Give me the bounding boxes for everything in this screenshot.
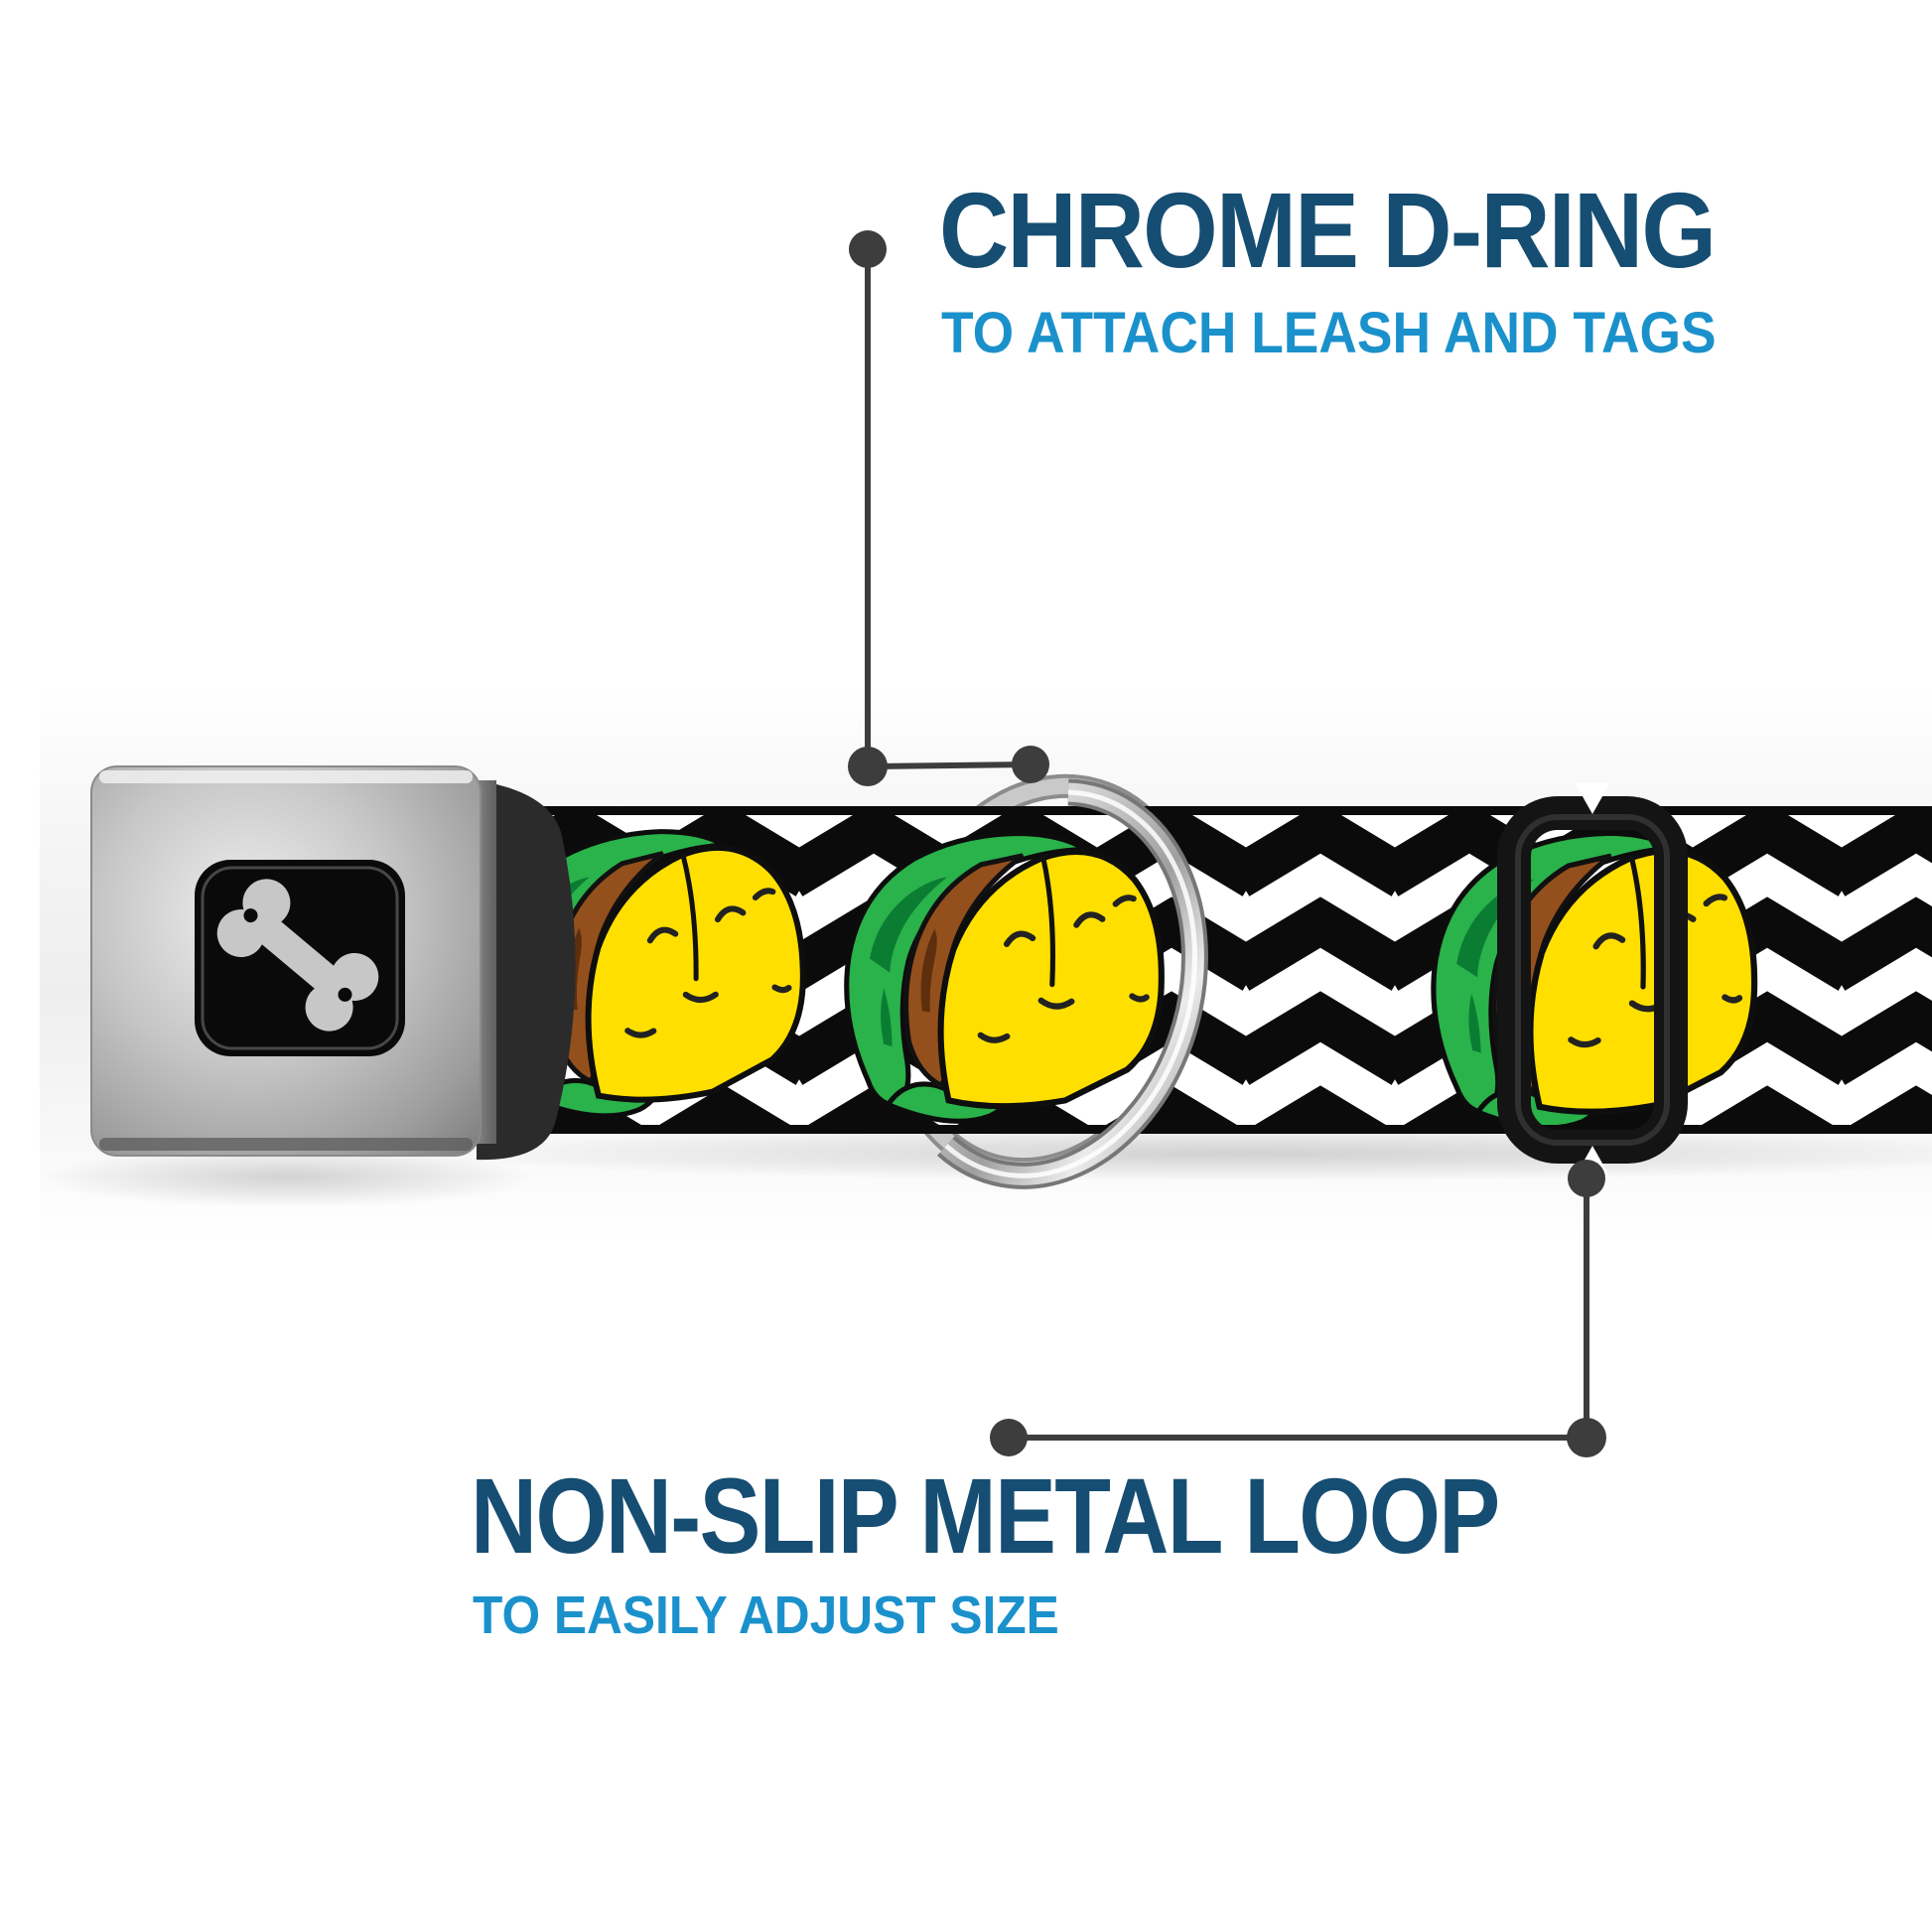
slider-top-notch xyxy=(1575,782,1610,814)
dring-callout-subtitle: TO ATTACH LEASH AND TAGS xyxy=(941,301,1717,365)
d-ring xyxy=(936,778,1208,1189)
callout-loop-connector xyxy=(990,1160,1606,1457)
loop-callout-subtitle: TO EASILY ADJUST SIZE xyxy=(473,1586,1059,1645)
loop-callout-title: NON-SLIP METAL LOOP xyxy=(471,1455,1500,1576)
seatbelt-buckle xyxy=(90,765,496,1157)
buckle-bottom-lip xyxy=(99,1138,473,1151)
callout-dot xyxy=(848,747,888,786)
callout-dot xyxy=(1567,1418,1606,1457)
buckle-flap xyxy=(477,780,576,1161)
callout-dot xyxy=(1568,1160,1605,1197)
belt-bottom-edge xyxy=(501,1125,1932,1134)
dog-bone-icon xyxy=(216,879,379,1032)
callout-dot xyxy=(849,230,887,268)
belt-top-edge xyxy=(501,806,1932,815)
buckle-inset-rim xyxy=(201,866,399,1050)
dring-callout-title: CHROME D-RING xyxy=(939,170,1717,290)
callout-dring-connector xyxy=(848,230,1049,786)
callout-dot xyxy=(990,1419,1028,1456)
collar-belt xyxy=(501,806,1932,1134)
callout-dot xyxy=(1012,746,1049,783)
buckle-top-lip xyxy=(99,770,473,783)
buckle-shadow xyxy=(40,1148,536,1207)
